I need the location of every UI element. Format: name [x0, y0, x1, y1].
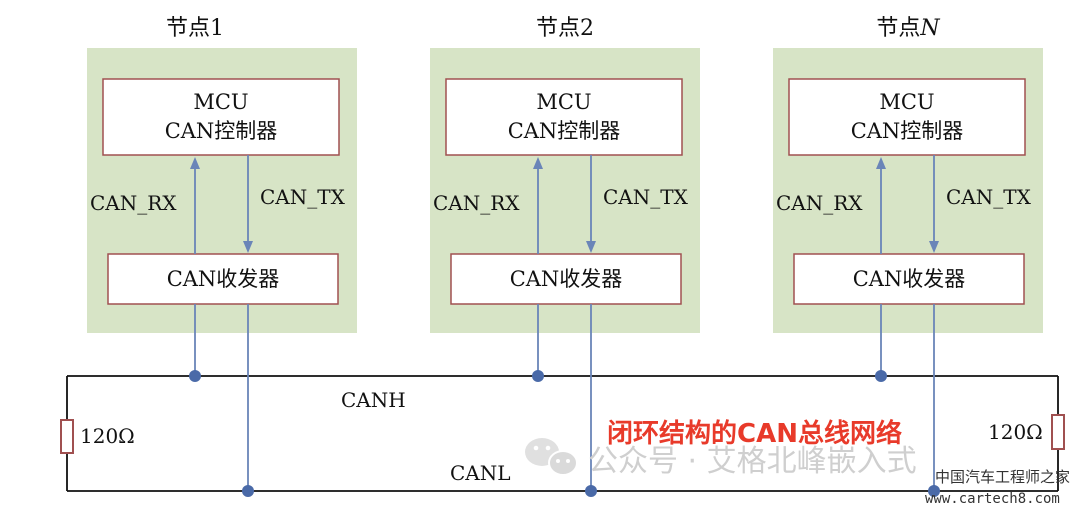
node-n-transceiver-box	[793, 253, 1025, 305]
corner-site-url: www.cartech8.com	[925, 491, 1060, 507]
node-1-tx-label: CAN_TX	[260, 185, 346, 209]
node-2-rx-label: CAN_RX	[433, 191, 520, 215]
node-1-mcu-line2: CAN控制器	[165, 119, 278, 143]
node-1-title: 节点1	[166, 16, 224, 41]
node-1-mcu-box	[102, 78, 340, 156]
node-1-mcu-line1: MCU	[193, 90, 248, 114]
node-2-tx-label: CAN_TX	[603, 185, 689, 209]
node-2-canh-junction	[532, 370, 544, 382]
node-1-transceiver-label: CAN收发器	[167, 267, 280, 291]
node-n-title-italic: N	[919, 16, 940, 41]
canh-label: CANH	[341, 388, 406, 412]
right-resistor-label: 120Ω	[988, 420, 1043, 444]
node-n-title-prefix: 节点	[876, 16, 920, 41]
node-2-canl-junction	[585, 485, 597, 497]
node-n-rx-label: CAN_RX	[776, 191, 863, 215]
node-n-mcu-line1: MCU	[879, 90, 934, 114]
node-n-mcu-box	[788, 78, 1026, 156]
node-1-rx-arrow	[190, 157, 200, 169]
left-resistor-label: 120Ω	[80, 424, 135, 448]
watermark-text: 公众号 · 艾格北峰嵌入式	[588, 444, 917, 479]
node-2-mcu-line1: MCU	[536, 90, 591, 114]
corner-site-name: 中国汽车工程师之家	[935, 468, 1070, 486]
canl-label: CANL	[450, 461, 511, 485]
node-1-canl-junction	[242, 485, 254, 497]
node-2-mcu-line2: CAN控制器	[508, 119, 621, 143]
node-n-canl-junction	[928, 485, 940, 497]
node-1-tx-arrow	[243, 241, 253, 253]
node-n-rx-arrow	[876, 157, 886, 169]
node-2-rx-arrow	[533, 157, 543, 169]
node-n-mcu-line2: CAN控制器	[851, 119, 964, 143]
left-termination-resistor	[60, 419, 74, 454]
node-n-tx-label: CAN_TX	[946, 185, 1032, 209]
node-n-canh-junction	[875, 370, 887, 382]
node-1-transceiver-box	[107, 253, 339, 305]
node-2-title: 节点2	[536, 16, 594, 41]
node-n-title: 节点N	[876, 16, 940, 41]
node-2-mcu-box	[445, 78, 683, 156]
node-n-tx-arrow	[929, 241, 939, 253]
right-termination-resistor	[1051, 414, 1065, 450]
highlight-title: 闭环结构的CAN总线网络	[607, 418, 902, 449]
node-2-transceiver-box	[450, 253, 682, 305]
node-1-rx-label: CAN_RX	[90, 191, 177, 215]
wechat-icon	[525, 438, 578, 476]
node-n-transceiver-label: CAN收发器	[853, 267, 966, 291]
node-1-canh-junction	[189, 370, 201, 382]
node-2-transceiver-label: CAN收发器	[510, 267, 623, 291]
node-2-tx-arrow	[586, 241, 596, 253]
